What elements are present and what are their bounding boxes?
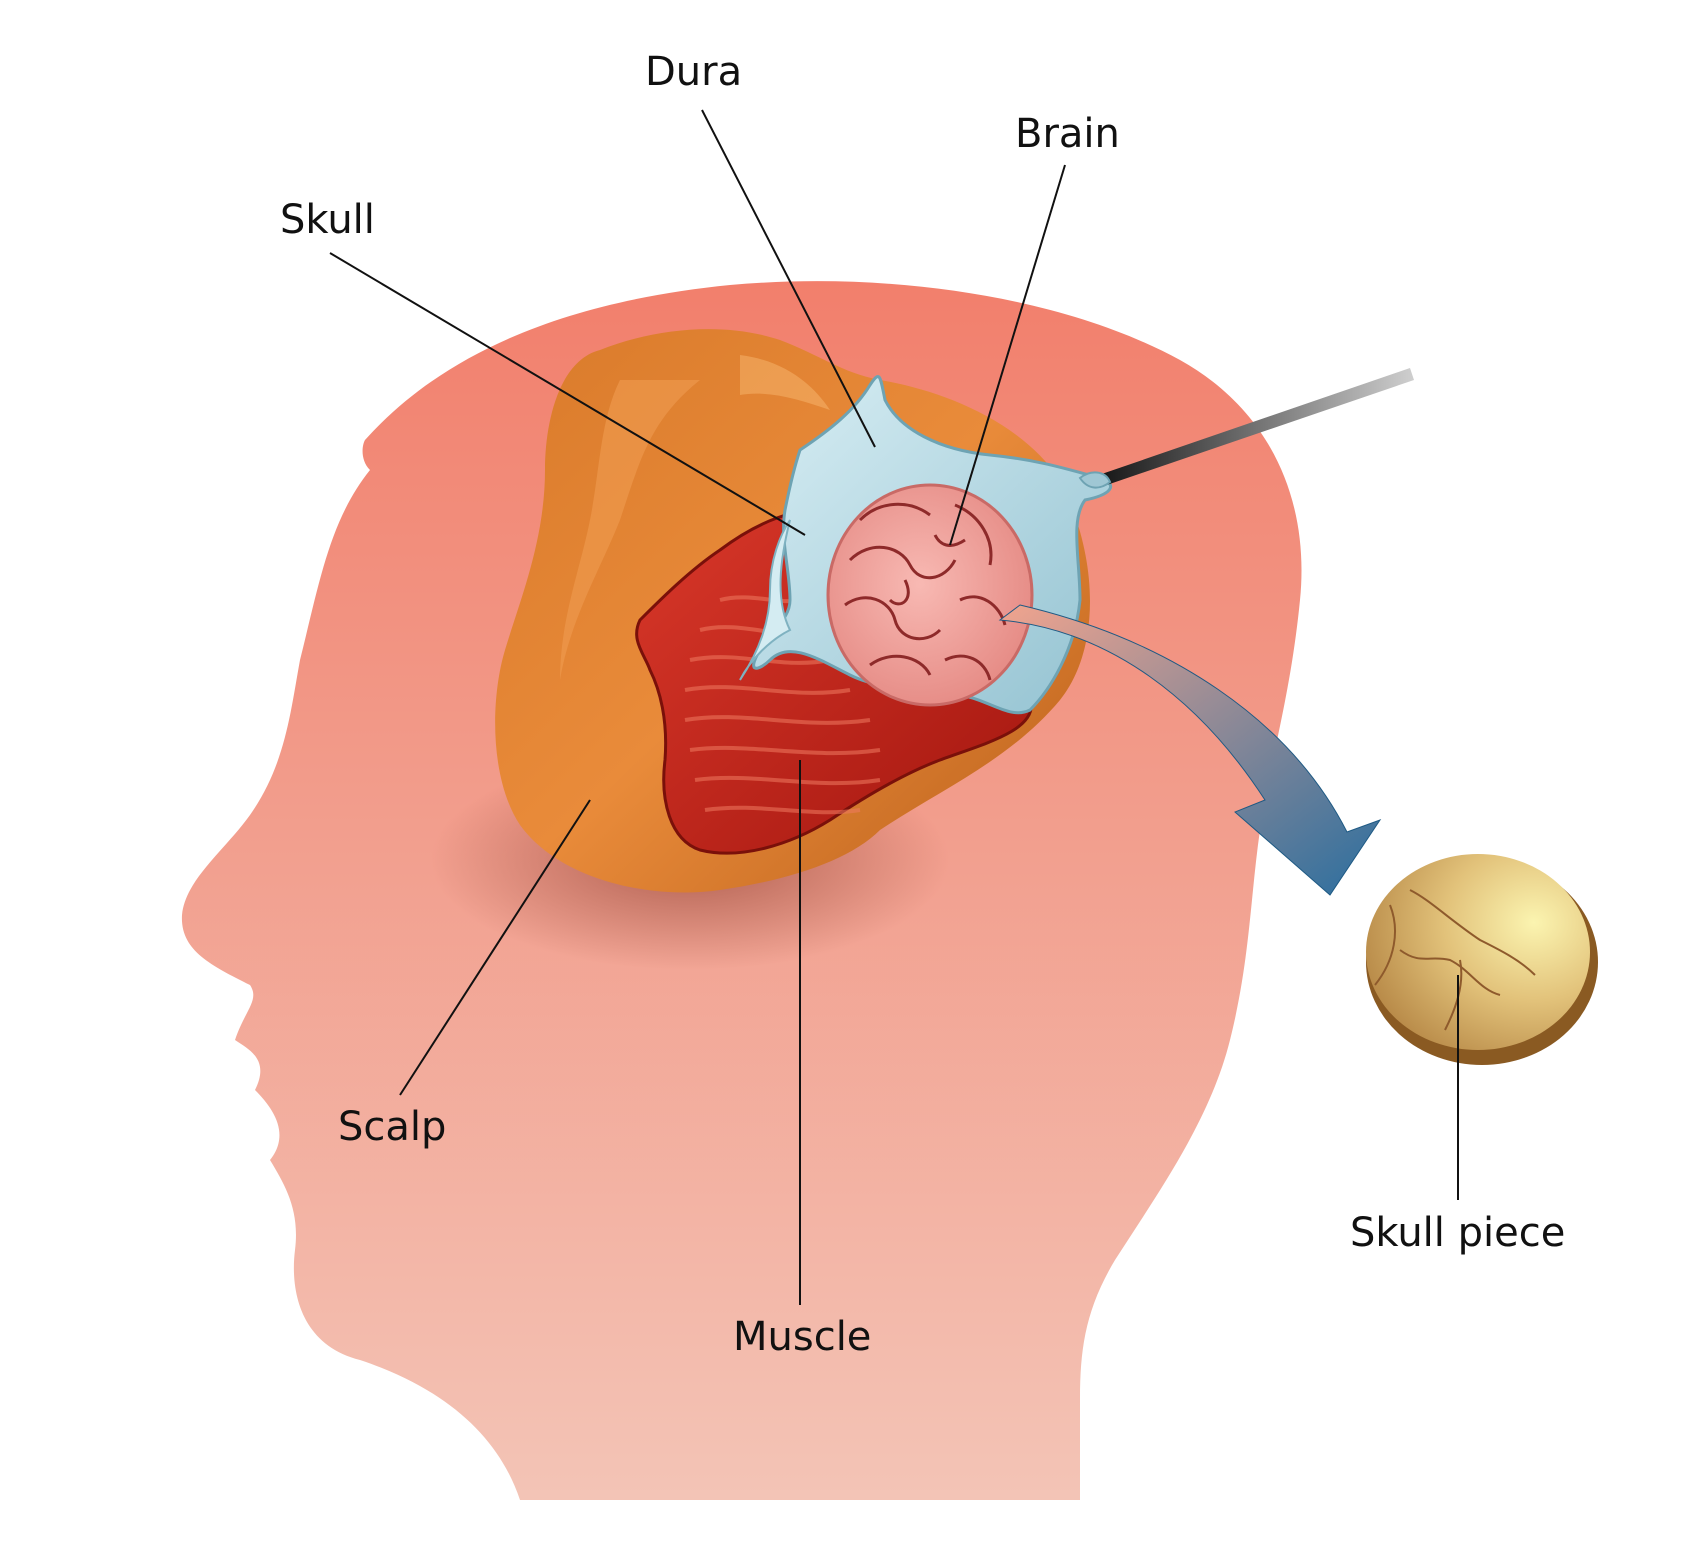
label-scalp: Scalp [338,1104,446,1150]
brain-exposed [826,483,1034,707]
label-muscle: Muscle [733,1314,871,1360]
skull-piece [1366,854,1598,1065]
surgical-probe-icon [1078,368,1414,489]
label-skull: Skull [280,197,375,243]
leader-scalp [399,799,591,1096]
scalp-highlight [560,380,700,680]
leader-dura [701,109,876,448]
label-dura: Dura [645,49,742,95]
dura-fold [739,519,792,681]
scalp-highlight-2 [740,355,830,410]
leader-skull [329,252,806,536]
transfer-arrow [998,604,1382,896]
brain-folds [844,502,1007,681]
muscle-layer [635,507,1033,855]
label-brain: Brain [1015,111,1120,157]
leader-brain [949,164,1066,546]
label-skull-piece: Skull piece [1350,1210,1565,1256]
